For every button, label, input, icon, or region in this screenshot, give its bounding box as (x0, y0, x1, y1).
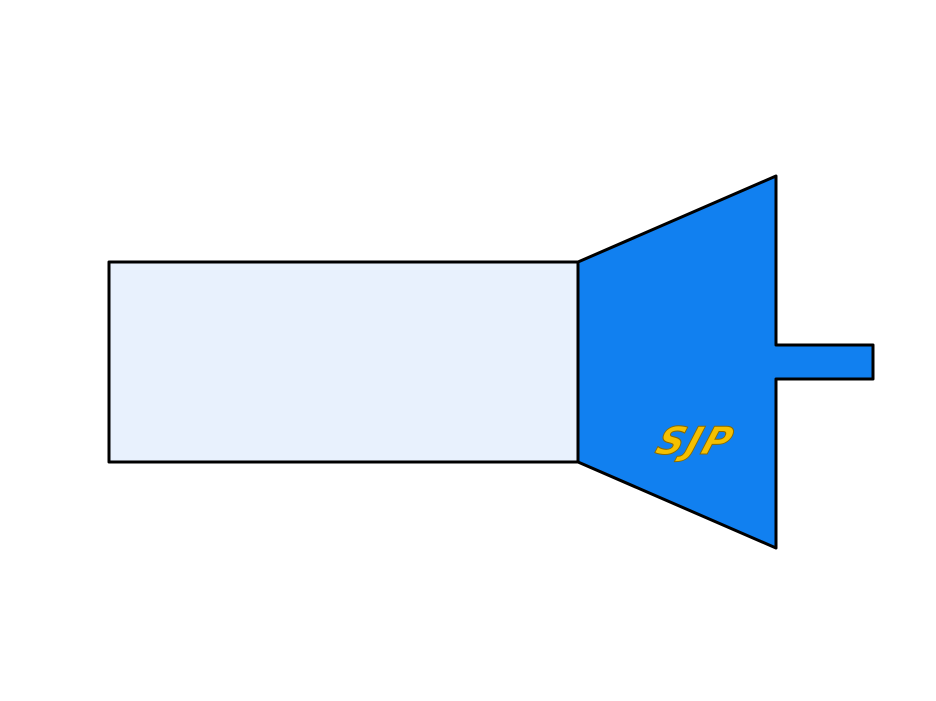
logo-mark: SJP (650, 419, 741, 464)
device-body (107, 260, 580, 464)
device-head (576, 174, 875, 550)
logo-text: SJP (651, 420, 741, 464)
